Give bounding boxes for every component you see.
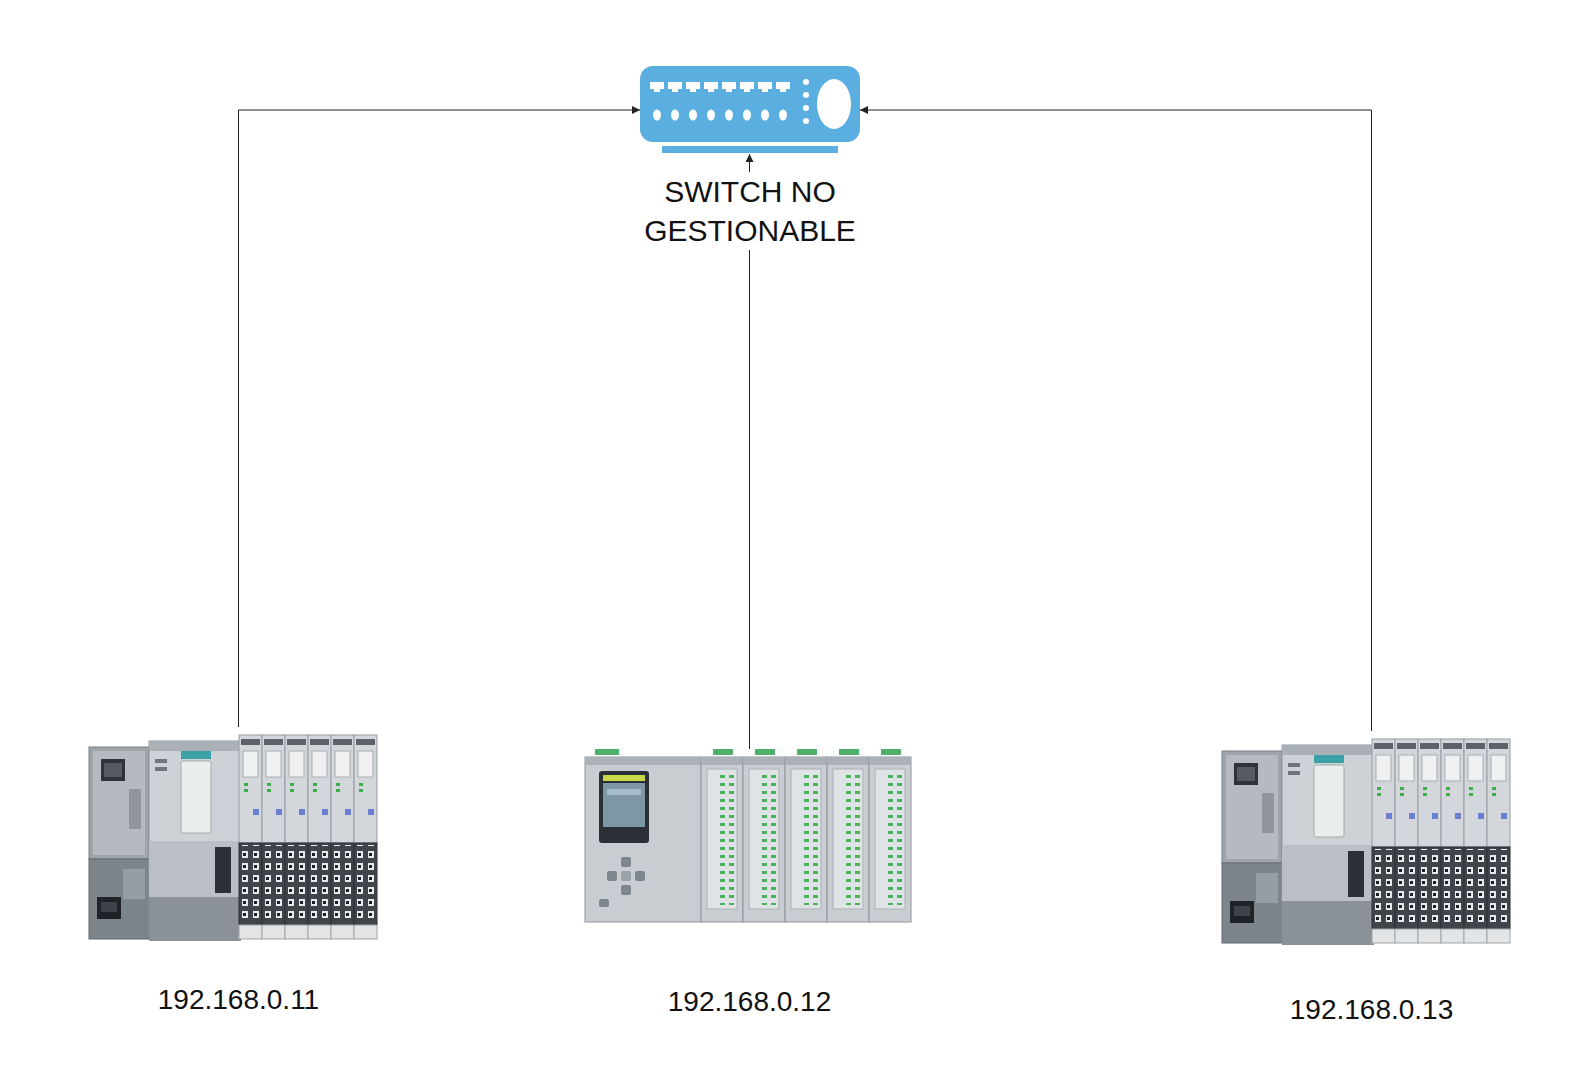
switch-ports [650, 82, 790, 92]
ip-address: 192.168.0.11 [154, 983, 323, 1017]
network-device: SWITCH NO GESTIONABLE [640, 66, 860, 154]
network-device: 192.168.0.13 [1222, 731, 1521, 947]
switch-leds [653, 79, 851, 129]
network-link [860, 110, 1372, 731]
switch-icon [640, 66, 860, 153]
network-link [239, 110, 641, 727]
device-label: SWITCH NO GESTIONABLE [615, 172, 885, 250]
ip-address: 192.168.0.12 [664, 985, 836, 1019]
switch-body [640, 66, 860, 142]
et200sp-station [89, 735, 377, 941]
switch-base [662, 146, 838, 153]
ip-address: 192.168.0.13 [1286, 993, 1458, 1027]
et200sp-station [1222, 739, 1510, 945]
s7-1500-plc [585, 749, 911, 922]
network-device: 192.168.0.12 [585, 749, 914, 926]
network-device: 192.168.0.11 [89, 727, 388, 943]
